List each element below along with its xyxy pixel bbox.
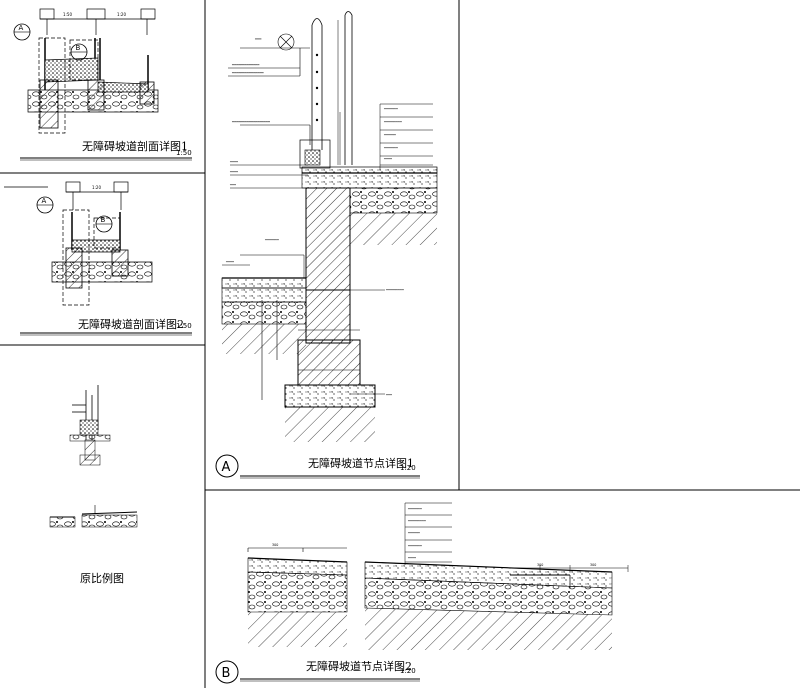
svg-text:━━━━━━: ━━━━━━ (383, 133, 397, 137)
svg-text:━━━━━━: ━━━━━━ (407, 531, 421, 535)
svg-text:━━━━: ━━━━ (229, 170, 239, 174)
node-detail-1-scale: 1:20 (400, 464, 416, 472)
svg-text:━━━: ━━━ (229, 183, 237, 187)
node-b-marker: B (222, 666, 231, 681)
svg-text:━━━━━━━━━: ━━━━━━━━━ (407, 519, 427, 523)
svg-text:1:50: 1:50 (63, 12, 72, 17)
svg-text:━━━━━━━━━: ━━━━━━━━━ (385, 288, 405, 292)
section-detail-1: 1:50 1:20 A B 无障碍坡道剖面详图1 1:50 (13, 8, 192, 161)
svg-text:━━━━━━━━━━━━━: ━━━━━━━━━━━━━ (231, 63, 260, 67)
section-1-scale: 1:50 (176, 149, 192, 157)
svg-text:━━━━━━━━━: ━━━━━━━━━ (383, 120, 403, 124)
svg-text:━━━━: ━━━━ (407, 556, 417, 560)
svg-text:━━━━: ━━━━ (229, 160, 239, 164)
callout-a-label: A (19, 24, 24, 32)
svg-text:━━━━━━━━━━━━━━━━━━: ━━━━━━━━━━━━━━━━━━ (231, 120, 271, 124)
svg-text:300: 300 (272, 543, 278, 547)
svg-text:1:20: 1:20 (92, 185, 101, 190)
svg-text:━━━━━━━: ━━━━━━━ (383, 107, 399, 111)
svg-text:━━━━: ━━━━ (383, 157, 393, 161)
svg-text:━━━━: ━━━━ (225, 260, 235, 264)
svg-text:━━━━━━━━━━━━━━━: ━━━━━━━━━━━━━━━ (231, 71, 265, 75)
svg-text:300: 300 (590, 563, 596, 567)
svg-text:━━━━━━━: ━━━━━━━ (383, 146, 399, 150)
callout-b-label-2: B (101, 216, 106, 224)
svg-text:━━━: ━━━ (385, 393, 393, 397)
node-detail-2-scale: 1:20 (400, 667, 416, 675)
svg-text:1:20: 1:20 (117, 12, 126, 17)
svg-text:300: 300 (537, 563, 543, 567)
svg-text:━━━━━━━: ━━━━━━━ (264, 238, 280, 242)
svg-text:━━━━━━━: ━━━━━━━ (407, 544, 423, 548)
section-2-title: 无障碍坡道剖面详图2 (78, 317, 184, 331)
callout-b-label: B (76, 44, 81, 52)
svg-text:═══: ═══ (254, 37, 262, 41)
node-detail-b: ━━━━━━━ ━━━━━━━━━ ━━━━━━ ━━━━━━━ ━━━━ 30… (215, 502, 629, 684)
section-detail-2: 1:20 A B 无障碍坡道剖面详图2 1:50 (4, 181, 192, 336)
callout-a-label-2: A (42, 197, 47, 205)
node-detail-a: ═══ ━━━━━━━━━━━━━ ━━━━━━━━━━━━━━━ ━━━━━━… (215, 11, 438, 479)
svg-text:━━━━━━━: ━━━━━━━ (407, 507, 423, 511)
node-detail-1-title: 无障碍坡道节点详图1 (308, 456, 414, 470)
node-a-marker: A (222, 460, 231, 475)
node-detail-2-title: 无障碍坡道节点详图2 (306, 659, 412, 673)
original-scale-drawing: 原比例图 (49, 385, 138, 585)
section-2-scale: 1:50 (176, 322, 192, 330)
original-scale-title: 原比例图 (80, 571, 124, 585)
section-1-title: 无障碍坡道剖面详图1 (82, 139, 188, 153)
